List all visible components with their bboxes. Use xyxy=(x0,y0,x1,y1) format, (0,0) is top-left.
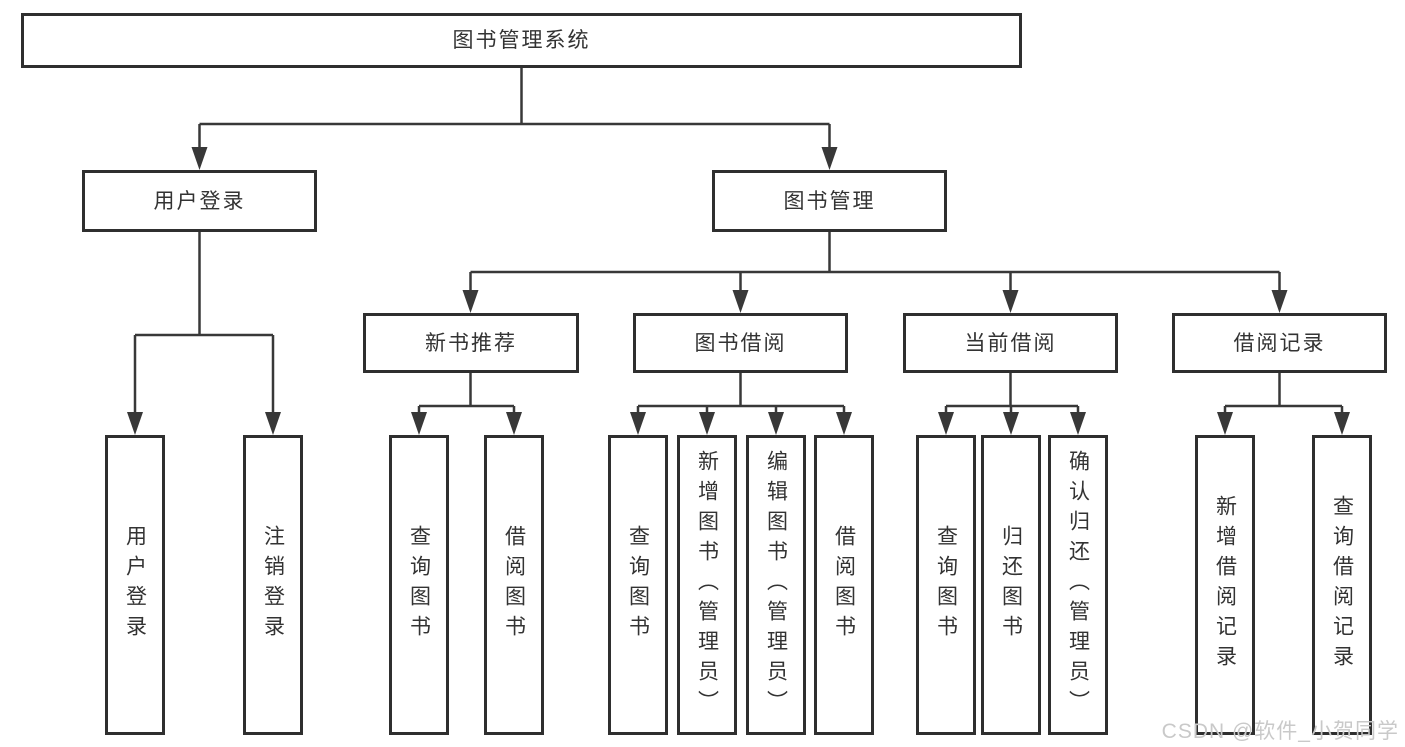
arrow-down-icon xyxy=(630,412,646,435)
leaf-recommend-borrow-books: 借阅图书 xyxy=(484,435,544,735)
csdn-watermark: CSDN @软件_小贺同学 xyxy=(1161,720,1399,743)
arrow-down-icon xyxy=(821,147,838,170)
connector-new-book-branch xyxy=(417,373,516,415)
arrow-down-icon xyxy=(699,412,715,435)
arrow-down-icon xyxy=(768,412,784,435)
leaf-recommend-query-books: 查询图书 xyxy=(389,435,449,735)
arrow-down-icon xyxy=(462,290,479,313)
leaf-current-query-books: 查询图书 xyxy=(916,435,976,735)
connector-book-mgmt-branch xyxy=(469,232,1281,293)
leaf-borrow-add-books-admin: 新增图书（管理员） xyxy=(677,435,737,735)
leaf-user-login: 用户登录 xyxy=(105,435,165,735)
leaf-add-borrow-record: 新增借阅记录 xyxy=(1195,435,1255,735)
arrow-down-icon xyxy=(1003,412,1019,435)
leaf-current-confirm-return-admin: 确认归还（管理员） xyxy=(1048,435,1108,735)
arrow-down-icon xyxy=(938,412,954,435)
arrow-down-icon xyxy=(1271,290,1288,313)
arrow-down-icon xyxy=(1334,412,1350,435)
arrow-down-icon xyxy=(1002,290,1019,313)
arrow-down-icon xyxy=(127,412,143,435)
arrow-down-icon xyxy=(411,412,427,435)
node-user-login: 用户登录 xyxy=(82,170,317,232)
node-current-borrowing: 当前借阅 xyxy=(903,313,1118,373)
arrow-down-icon xyxy=(506,412,522,435)
leaf-current-return-books: 归还图书 xyxy=(981,435,1041,735)
arrow-down-icon xyxy=(732,290,749,313)
leaf-borrow-edit-books-admin: 编辑图书（管理员） xyxy=(746,435,806,735)
arrow-down-icon xyxy=(1070,412,1086,435)
leaf-query-borrow-record: 查询借阅记录 xyxy=(1312,435,1372,735)
node-book-borrowing: 图书借阅 xyxy=(633,313,848,373)
arrow-down-icon xyxy=(191,147,208,170)
node-book-management: 图书管理 xyxy=(712,170,947,232)
leaf-borrow-borrow-books: 借阅图书 xyxy=(814,435,874,735)
connector-user-login-branch xyxy=(133,232,275,415)
connector-current-borrow-branch xyxy=(944,373,1080,415)
connector-borrow-record-branch xyxy=(1223,373,1344,415)
arrow-down-icon xyxy=(265,412,281,435)
connector-book-borrow-branch xyxy=(636,373,846,415)
arrow-down-icon xyxy=(1217,412,1233,435)
node-borrowing-records: 借阅记录 xyxy=(1172,313,1387,373)
leaf-borrow-query-books: 查询图书 xyxy=(608,435,668,735)
leaf-logout: 注销登录 xyxy=(243,435,303,735)
node-root: 图书管理系统 xyxy=(21,13,1022,68)
connector-root-branch xyxy=(198,68,831,150)
node-new-book-recommend: 新书推荐 xyxy=(363,313,579,373)
arrow-down-icon xyxy=(836,412,852,435)
